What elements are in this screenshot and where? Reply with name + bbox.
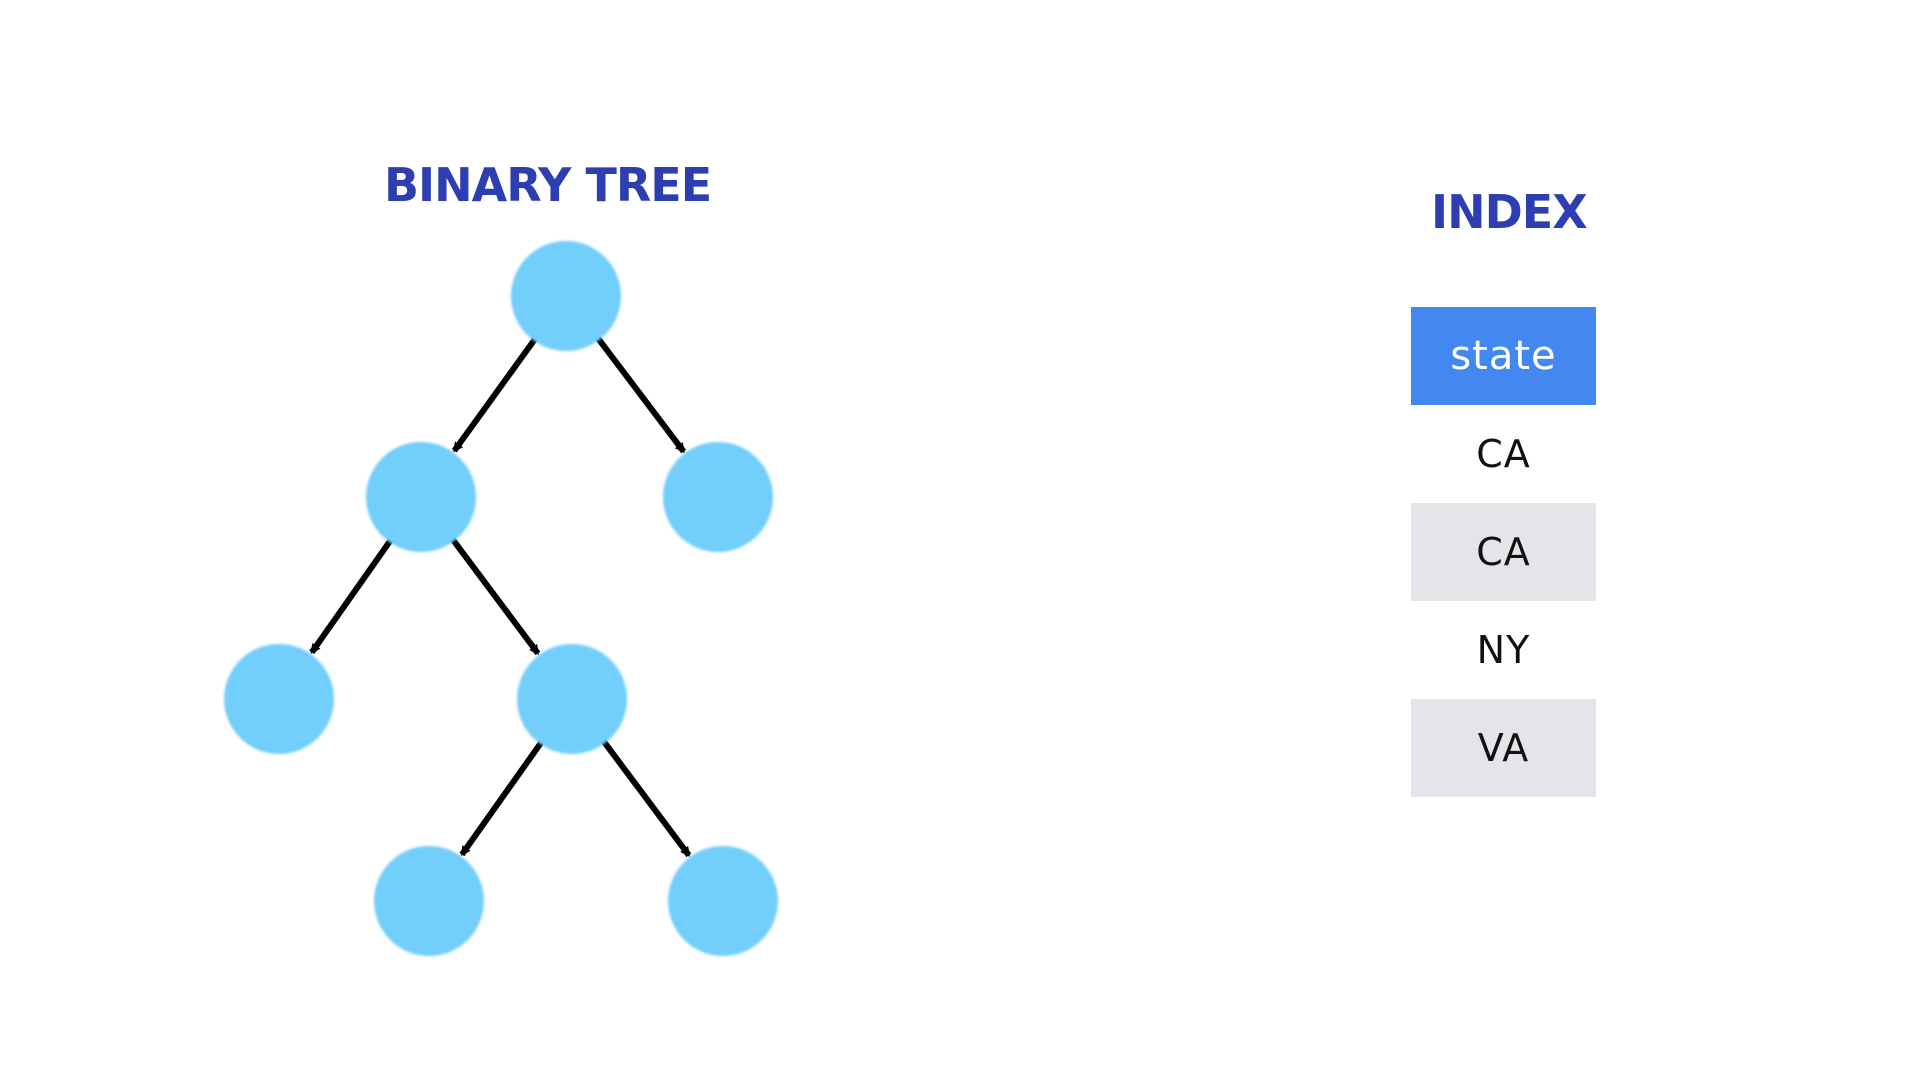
edges-layer — [309, 334, 692, 858]
tree-node — [517, 644, 627, 754]
tree-node — [668, 846, 778, 956]
tree-node — [663, 442, 773, 552]
index-title: INDEX — [1431, 185, 1588, 239]
index-row: VA — [1411, 699, 1596, 797]
nodes-layer — [224, 241, 778, 956]
index-row: NY — [1476, 628, 1531, 672]
edge-arrow — [459, 738, 545, 857]
tree-node — [366, 442, 476, 552]
edge-arrow — [449, 536, 541, 656]
index-table: state CA CA NY VA — [1411, 307, 1596, 797]
edge-arrow — [451, 335, 539, 453]
index-row: CA — [1476, 432, 1531, 476]
edge-arrow — [309, 536, 395, 655]
index-row: CA — [1411, 503, 1596, 601]
edge-arrow — [600, 738, 692, 858]
binary-tree-title: BINARY TREE — [384, 158, 712, 212]
edge-arrow — [594, 334, 687, 454]
tree-node — [374, 846, 484, 956]
tree-node — [224, 644, 334, 754]
index-header-cell: state — [1411, 307, 1596, 405]
tree-node — [511, 241, 621, 351]
